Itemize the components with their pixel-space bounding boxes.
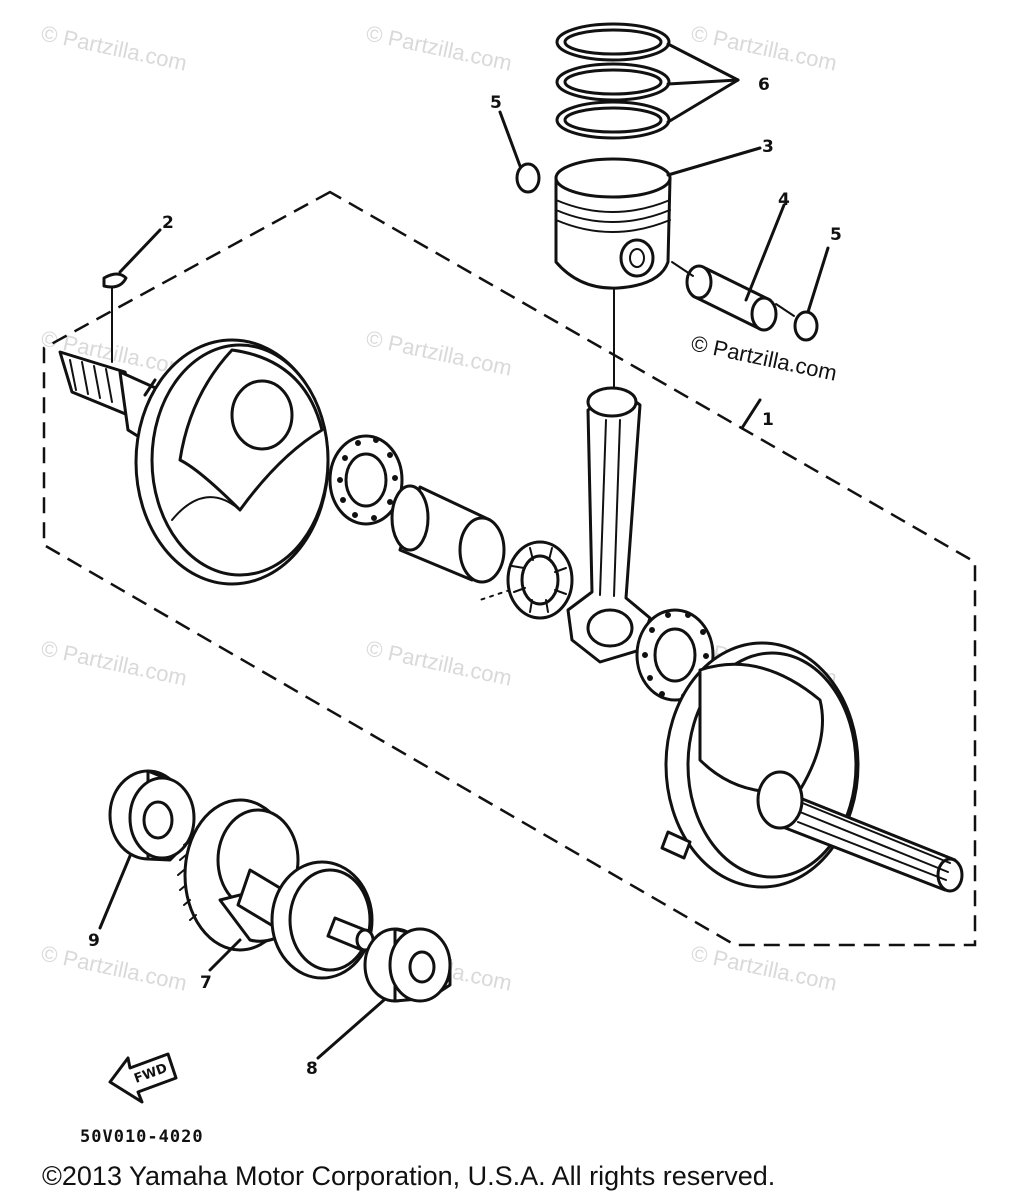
connecting-rod bbox=[566, 386, 652, 664]
align-line bbox=[775, 303, 795, 317]
watermark-main: © Partzilla.com bbox=[689, 330, 839, 385]
callout-numbers: 1 2 3 4 5 5 6 7 8 9 bbox=[88, 75, 842, 1079]
align-line bbox=[479, 589, 511, 601]
watermark: © Partzilla.com bbox=[364, 20, 514, 75]
callout-4: 4 bbox=[778, 190, 790, 210]
piston bbox=[554, 157, 672, 290]
callout-6: 6 bbox=[758, 75, 770, 95]
align-line bbox=[671, 261, 694, 277]
callout-5a: 5 bbox=[490, 93, 502, 113]
circlip-left bbox=[515, 162, 541, 194]
watermark: © Partzilla.com bbox=[364, 635, 514, 690]
watermark: © Partzilla.com bbox=[39, 20, 189, 75]
callout-1: 1 bbox=[762, 410, 774, 430]
bearing-8 bbox=[363, 927, 452, 1003]
callout-5b: 5 bbox=[830, 225, 842, 245]
needle-bearing bbox=[506, 540, 574, 620]
watermark: © Partzilla.com bbox=[689, 940, 839, 995]
watermark: © Partzilla.com bbox=[39, 940, 189, 995]
copyright-notice: ©2013 Yamaha Motor Corporation, U.S.A. A… bbox=[42, 1161, 775, 1191]
callout-7: 7 bbox=[200, 973, 212, 993]
balancer-shaft bbox=[177, 798, 375, 980]
woodruff-key bbox=[102, 272, 128, 289]
callout-3: 3 bbox=[762, 137, 774, 157]
callout-8: 8 bbox=[306, 1059, 318, 1079]
circlip-right bbox=[793, 310, 819, 342]
crank-wheel-left bbox=[58, 338, 330, 586]
thrust-washer-left bbox=[328, 434, 404, 526]
piston-rings bbox=[555, 22, 671, 140]
watermark: © Partzilla.com bbox=[39, 635, 189, 690]
callout-9: 9 bbox=[88, 931, 100, 951]
leader-lines bbox=[98, 42, 830, 1060]
crank-pin bbox=[390, 484, 506, 584]
piston-pin bbox=[685, 264, 778, 332]
crankshaft-assembly-boundary bbox=[42, 190, 977, 947]
watermark: © Partzilla.com bbox=[364, 325, 514, 380]
callout-2: 2 bbox=[162, 213, 174, 233]
bearing-9 bbox=[108, 769, 196, 862]
crank-wheel-right bbox=[660, 641, 964, 893]
fwd-arrow-icon: FWD bbox=[108, 1052, 178, 1104]
diagram-code: 50V010-4020 bbox=[80, 1127, 204, 1147]
